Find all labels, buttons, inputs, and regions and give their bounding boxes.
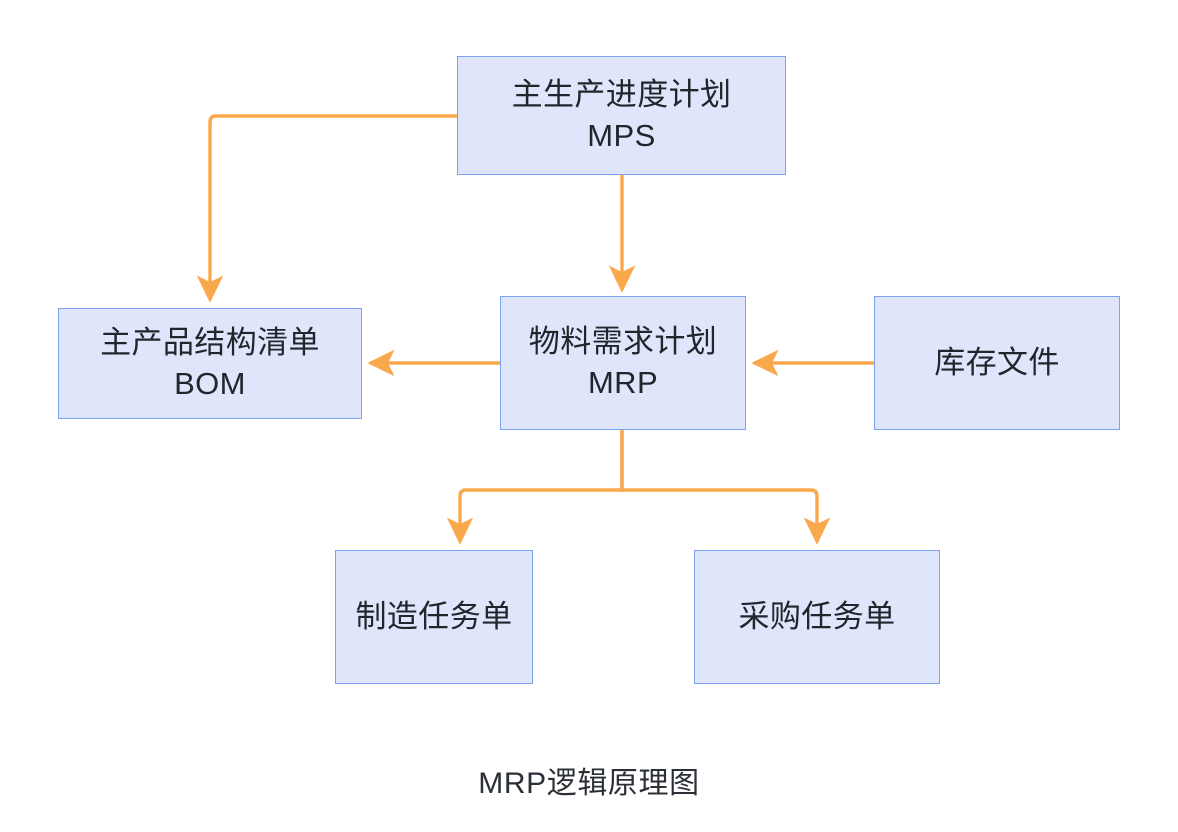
node-bill-of-materials[interactable]: 主产品结构清单 BOM bbox=[58, 308, 362, 419]
node-mps-label-line1: 主生产进度计划 bbox=[511, 76, 732, 112]
node-purchase-label-line1: 采购任务单 bbox=[738, 598, 896, 634]
node-inventory-file[interactable]: 库存文件 bbox=[874, 296, 1120, 430]
node-inventory-label-line1: 库存文件 bbox=[934, 344, 1060, 380]
node-material-requirements-planning[interactable]: 物料需求计划 MRP bbox=[500, 296, 746, 430]
node-manufacturing-label-line1: 制造任务单 bbox=[355, 598, 513, 634]
edge-mrp-to-manufacturing bbox=[446, 430, 624, 545]
edge-mrp-to-purchase bbox=[620, 430, 831, 545]
edge-mps-to-bom bbox=[196, 114, 457, 303]
node-mrp-label-line2: MRP bbox=[587, 365, 659, 400]
node-bom-label-line1: 主产品结构清单 bbox=[100, 324, 320, 360]
node-master-production-schedule[interactable]: 主生产进度计划 MPS bbox=[457, 56, 786, 175]
node-mrp-label-line1: 物料需求计划 bbox=[528, 324, 718, 360]
node-manufacturing-order[interactable]: 制造任务单 bbox=[335, 550, 533, 684]
node-purchase-order[interactable]: 采购任务单 bbox=[694, 550, 940, 684]
diagram-caption: MRP逻辑原理图 bbox=[478, 767, 700, 800]
node-bom-label-line2: BOM bbox=[174, 365, 246, 401]
node-mps-label-line2: MPS bbox=[587, 117, 656, 153]
